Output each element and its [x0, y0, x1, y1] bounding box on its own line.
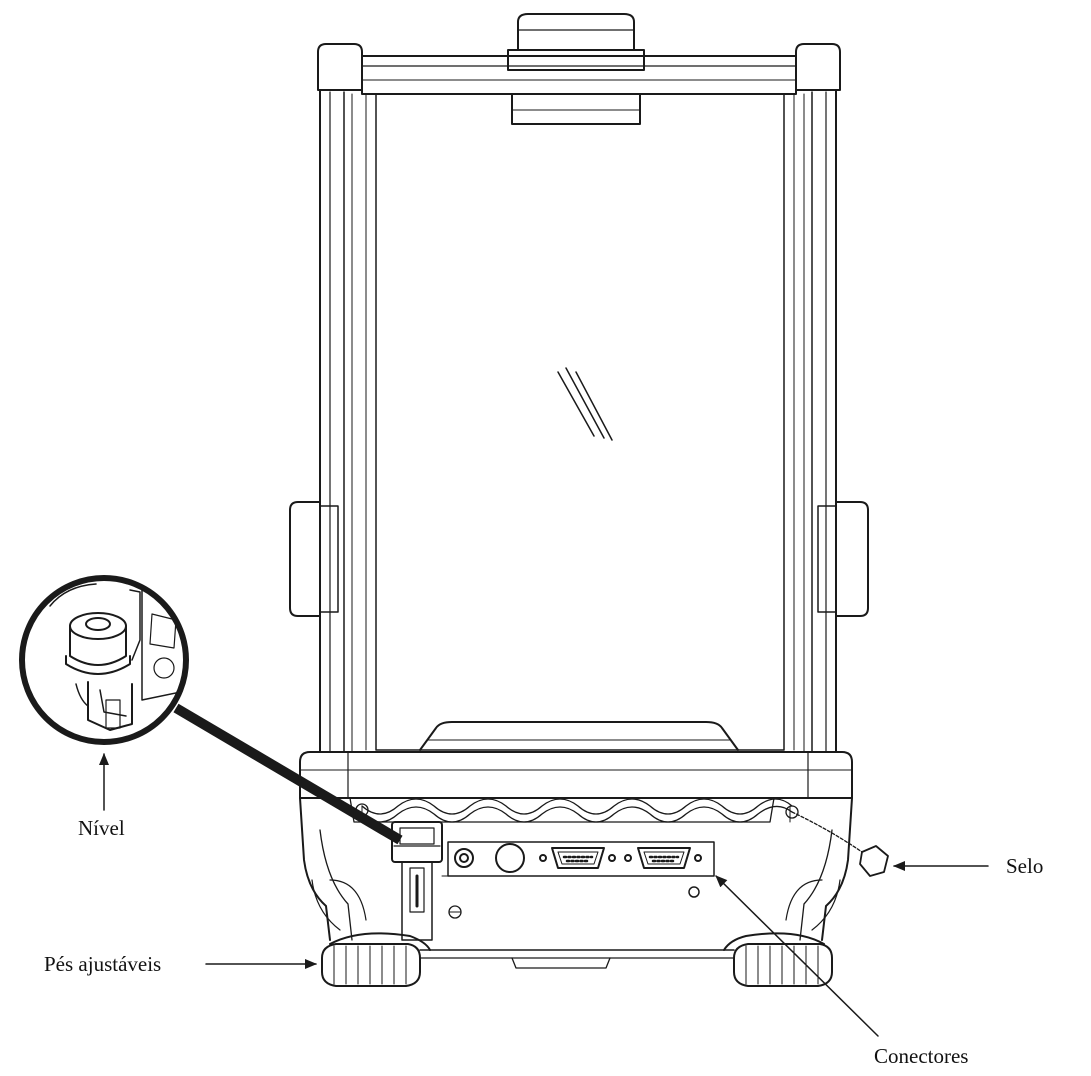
label-nivel: Nível: [78, 816, 125, 840]
conectores-arrow: [715, 875, 879, 1037]
db9-connector-left: [539, 847, 616, 869]
top-handle: [507, 13, 645, 125]
seal-wire: [361, 798, 863, 853]
round-connector: [495, 843, 525, 873]
level-indicator: [391, 821, 462, 941]
zoom-connector-line: [173, 703, 403, 845]
glass-reflection: [557, 367, 613, 441]
adjustable-foot-left: [321, 932, 431, 987]
right-door-handle: [817, 501, 869, 617]
base-bottom: [419, 949, 735, 969]
label-selo: Selo: [1006, 854, 1044, 878]
adjustable-foot-right: [723, 932, 833, 987]
glass-door: [365, 93, 795, 751]
zoom-circle: [19, 575, 189, 745]
screw-hole: [688, 886, 700, 898]
seal: [859, 845, 889, 877]
right-pillar: [803, 89, 837, 753]
weighing-pan: [419, 721, 739, 751]
base-body: [299, 751, 853, 941]
left-door-handle: [289, 501, 339, 617]
left-pillar: [319, 89, 353, 753]
db9-connector-right: [624, 847, 702, 869]
level-detail-icon: [49, 583, 186, 731]
label-pes-ajustaveis: Pés ajustáveis: [44, 952, 162, 976]
label-conectores: Conectores: [874, 1044, 969, 1068]
power-socket: [454, 848, 474, 868]
rear-panel: [441, 841, 715, 877]
